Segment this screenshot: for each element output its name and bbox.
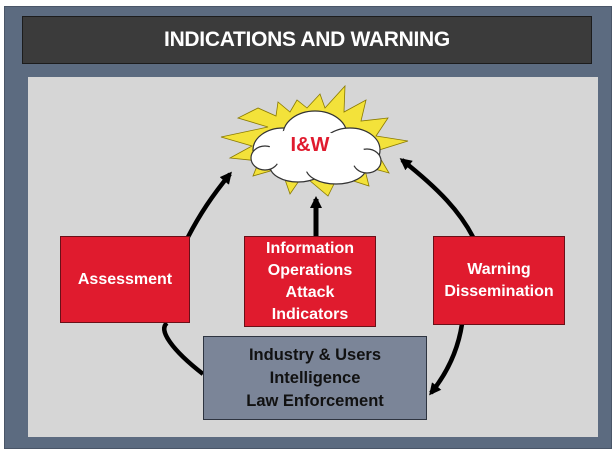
warning-line-1: Warning (467, 260, 531, 278)
cycle-arrow-bottom-to-left (162, 321, 205, 376)
cycle-arrow-right-to-bottom (429, 323, 465, 396)
cycle-arrow-right-to-iw (399, 158, 475, 239)
assessment-box: Assessment (60, 236, 190, 323)
warning-dissemination-box: Warning Dissemination (433, 236, 565, 325)
sources-line-2: Intelligence (269, 368, 361, 387)
sources-line-3: Law Enforcement (246, 391, 384, 410)
io-line-3: Attack (285, 283, 335, 301)
io-line-2: Operations (267, 261, 353, 279)
io-line-4: Indicators (271, 305, 349, 323)
assessment-label: Assessment (77, 270, 173, 288)
io-line-1: Information (266, 239, 354, 257)
io-attack-indicators-box: Information Operations Attack Indicators (244, 236, 376, 327)
warning-line-2: Dissemination (444, 282, 554, 300)
cycle-arrow-left-to-iw (186, 171, 232, 239)
sources-box: Industry & Users Intelligence Law Enforc… (203, 336, 427, 420)
iw-center-label: I&W (290, 133, 330, 156)
title-bar: INDICATIONS AND WARNING (22, 16, 592, 64)
diagram-title: INDICATIONS AND WARNING (164, 28, 450, 51)
sources-line-1: Industry & Users (248, 345, 382, 364)
